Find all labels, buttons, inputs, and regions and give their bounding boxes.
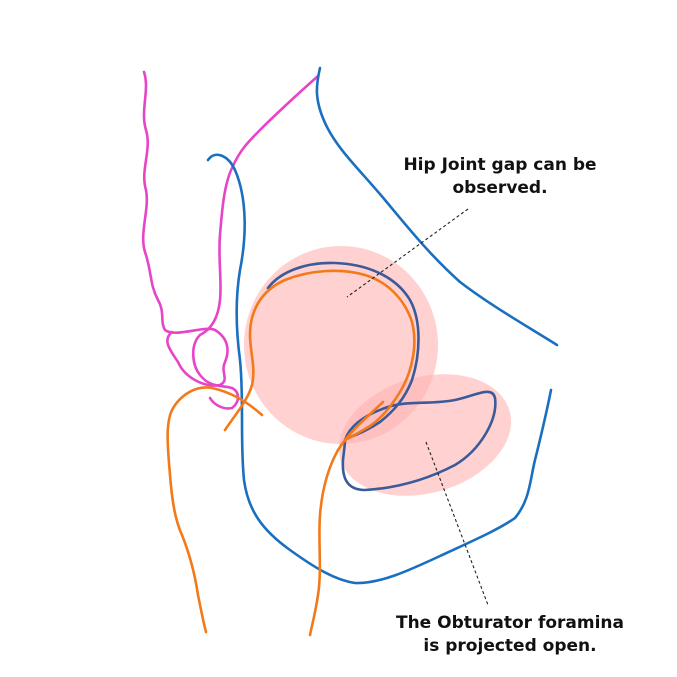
obturator-foramina-line1: The Obturator foramina xyxy=(395,613,624,633)
femur-shaft-medial xyxy=(308,400,385,637)
hip-joint-gap-line2: observed. xyxy=(452,178,548,198)
obturator-foramina-line2: is projected open. xyxy=(423,636,597,656)
hip-joint-gap-line1: Hip Joint gap can be xyxy=(403,155,597,175)
femoral-head-outline xyxy=(223,269,416,442)
sacrum-outline-right xyxy=(191,74,320,410)
acetabulum-outline xyxy=(266,261,420,440)
hip-joint-gap-annotation: Hip Joint gap can be observed. xyxy=(380,154,620,200)
obturator-foramen-outline xyxy=(341,390,497,492)
hip-joint-leader-line xyxy=(346,208,469,298)
pelvic-brim-outline xyxy=(206,153,553,585)
femur-shaft-lateral xyxy=(166,386,264,634)
sacrum-outline-left xyxy=(141,70,229,387)
obturator-foramina-annotation: The Obturator foramina is projected open… xyxy=(370,612,650,658)
iliac-crest-outline xyxy=(315,66,559,347)
obturator-leader-line xyxy=(425,441,489,606)
